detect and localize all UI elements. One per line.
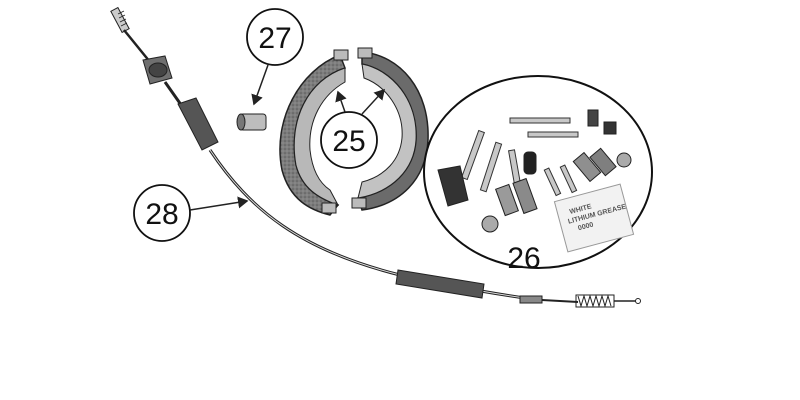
callout-28: 28 [133,184,249,242]
brake-shoe-right [351,47,429,211]
callout-26-label: 26 [507,242,540,275]
callout-26: 26 [507,242,540,275]
grease-label-line3: 0000 [577,221,594,232]
adjuster-sleeve-part [236,113,267,131]
callout-25-label: 25 [332,125,365,158]
parking-brake-cable [110,6,641,308]
lithium-grease-packet: WHITE LITHIUM GREASE 0000 [553,183,635,253]
callout-28-label: 28 [145,198,178,231]
callout-25: 25 [320,88,386,169]
hardware-kit: WHITE LITHIUM GREASE 0000 [423,75,653,269]
callout-27-label: 27 [258,22,291,55]
callout-27: 27 [246,8,304,106]
brake-shoe-left [279,49,349,216]
